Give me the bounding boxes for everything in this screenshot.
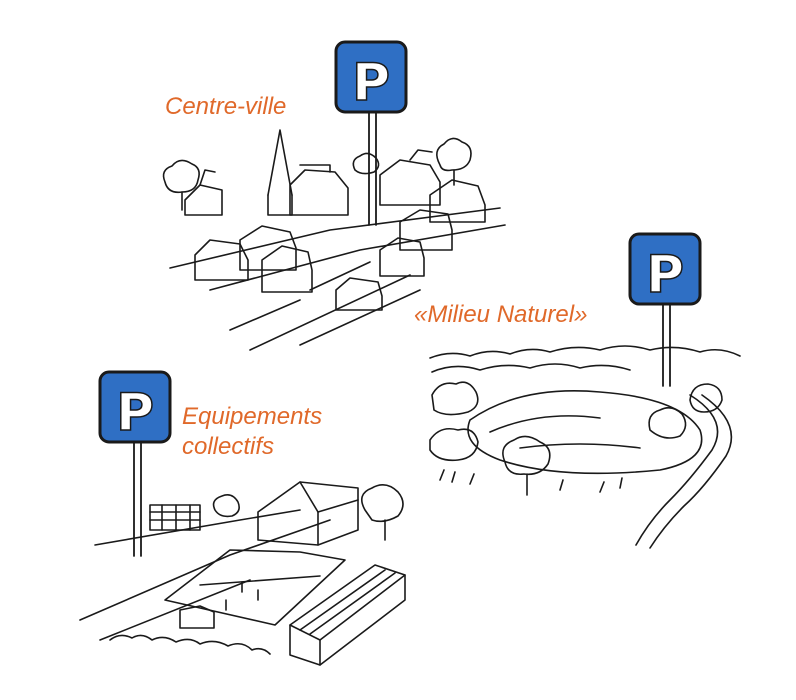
parking-sign-icon [98,370,172,444]
parking-sign-letter: P [646,245,684,305]
parking-sign-milieu-naturel: P [628,232,702,306]
parking-sign-equipements: P [98,370,172,444]
label-line: collectifs [182,433,275,460]
parking-sign-letter: P [116,383,154,443]
parking-sign-letter: P [352,53,390,113]
parking-sign-icon [628,232,702,306]
parking-sign-icon [334,40,408,114]
natural-area-sketch [429,345,741,549]
town-center-sketch [162,129,506,351]
parking-sign-centre-ville: P [334,40,408,114]
label-line: Equipements [182,403,323,430]
label-milieu-naturel: «Milieu Naturel» [414,301,588,328]
sign-posts [133,111,671,557]
label-equipements-collectifs: Equipements collectifs [182,402,322,462]
public-facilities-sketch [79,481,406,666]
label-centre-ville: Centre-ville [165,93,287,120]
